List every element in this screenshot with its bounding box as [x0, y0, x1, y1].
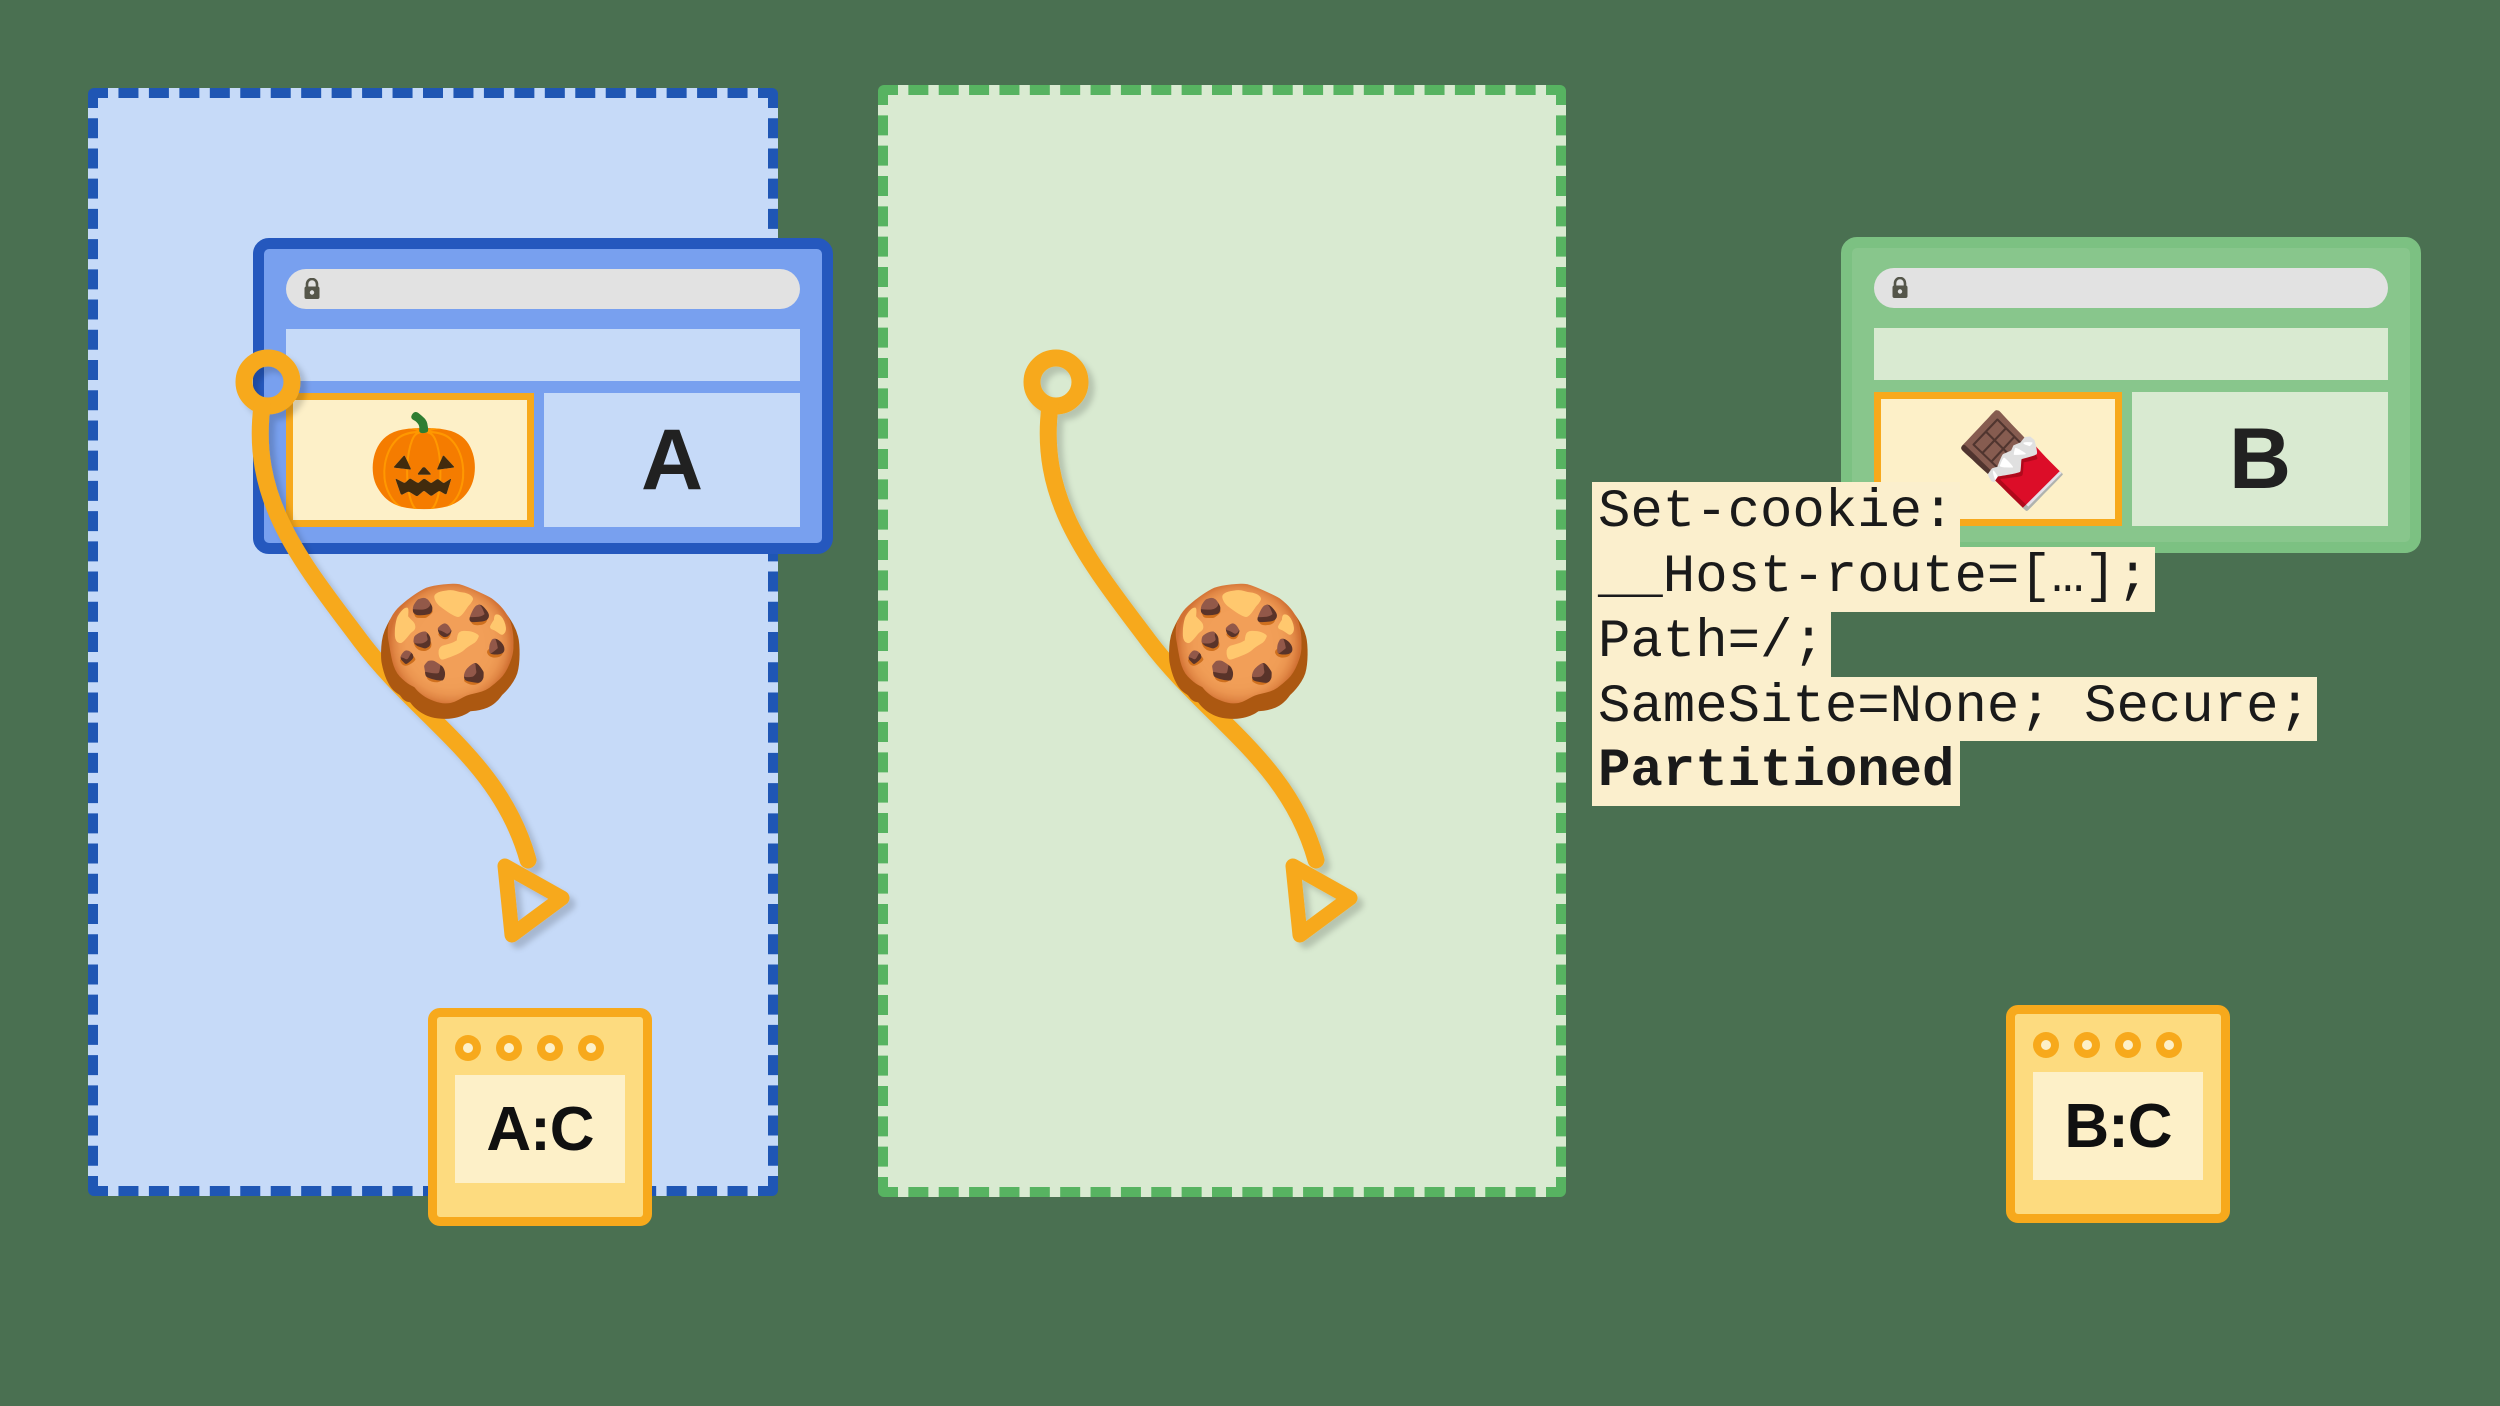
jar-dot [2033, 1032, 2059, 1058]
code-line: SameSite=None; Secure; [1592, 676, 2317, 742]
cookie-icon: 🍪 [1160, 580, 1317, 721]
jar-label-a: A:C [486, 1094, 594, 1164]
chocolate-bar-icon: 🍫 [1954, 410, 2070, 512]
content-band-b [1874, 328, 2388, 380]
jar-dot [537, 1035, 563, 1061]
content-row-a: 🎃 A [286, 393, 800, 527]
jar-dot [455, 1035, 481, 1061]
cookie-jar-b: B:C [2006, 1005, 2230, 1223]
code-line: Set-cookie: [1592, 482, 1961, 547]
code-line: Path=/; [1592, 611, 1831, 677]
jar-body-b: B:C [2033, 1072, 2203, 1180]
code-line-partitioned: Partitioned [1592, 741, 1961, 807]
jar-dot [2156, 1032, 2182, 1058]
jar-dot [578, 1035, 604, 1061]
address-bar-a[interactable] [286, 269, 800, 309]
jar-dot [2115, 1032, 2141, 1058]
cookie-icon: 🍪 [372, 580, 529, 721]
cookie-jar-a: A:C [428, 1008, 652, 1226]
jar-label-b: B:C [2064, 1091, 2172, 1161]
lock-icon [1892, 277, 1908, 298]
jack-o-lantern-icon: 🎃 [366, 411, 482, 513]
jar-dots-b [2033, 1032, 2203, 1058]
site-letter-b: B [2228, 410, 2292, 507]
embedded-ad-frame-a[interactable]: 🎃 [286, 393, 534, 527]
jar-dot [496, 1035, 522, 1061]
browser-window-a: 🎃 A [253, 238, 833, 554]
site-letter-box-a: A [544, 393, 800, 527]
jar-dots-a [455, 1035, 625, 1061]
code-line: __Host-route=[…]; [1592, 546, 2155, 612]
lock-icon [304, 278, 320, 299]
jar-dot [2074, 1032, 2100, 1058]
site-letter-box-b: B [2132, 392, 2388, 526]
jar-body-a: A:C [455, 1075, 625, 1183]
site-letter-a: A [640, 411, 704, 508]
address-bar-b[interactable] [1874, 268, 2388, 308]
set-cookie-header-code: Set-cookie: __Host-route=[…]; Path=/; Sa… [1592, 482, 2317, 807]
content-band-a [286, 329, 800, 381]
